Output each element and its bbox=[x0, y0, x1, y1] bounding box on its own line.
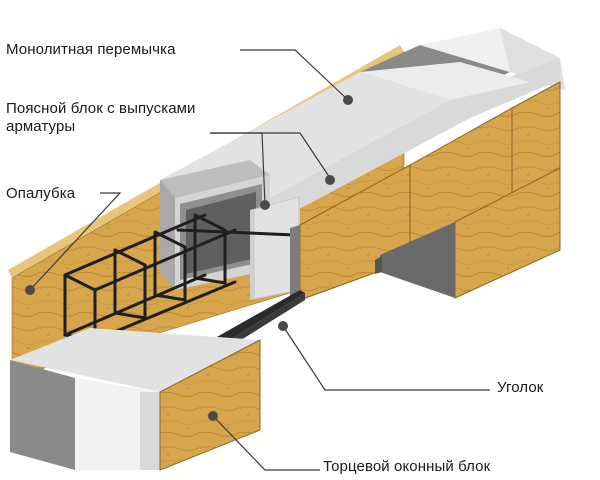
marker-dots bbox=[25, 95, 353, 421]
marker-lintel bbox=[343, 95, 353, 105]
label-formwork: Опалубка bbox=[6, 185, 76, 202]
label-belt-block: Поясной блок с выпусками арматуры bbox=[6, 100, 196, 135]
marker-formwork bbox=[25, 285, 35, 295]
marker-angle bbox=[278, 321, 288, 331]
label-end-window-block: Торцевой оконный блок bbox=[323, 458, 491, 475]
end-window-block bbox=[10, 328, 261, 471]
label-steel-angle: Уголок bbox=[497, 379, 544, 396]
leader-lines bbox=[29, 49, 490, 471]
marker-belt-block-2 bbox=[325, 175, 335, 185]
rebar-cage bbox=[63, 213, 297, 342]
wall-blocks bbox=[290, 81, 561, 303]
marker-belt-block bbox=[260, 200, 270, 210]
label-monolithic-lintel: Монолитная перемычка bbox=[6, 41, 176, 58]
marker-end-block bbox=[208, 411, 218, 421]
